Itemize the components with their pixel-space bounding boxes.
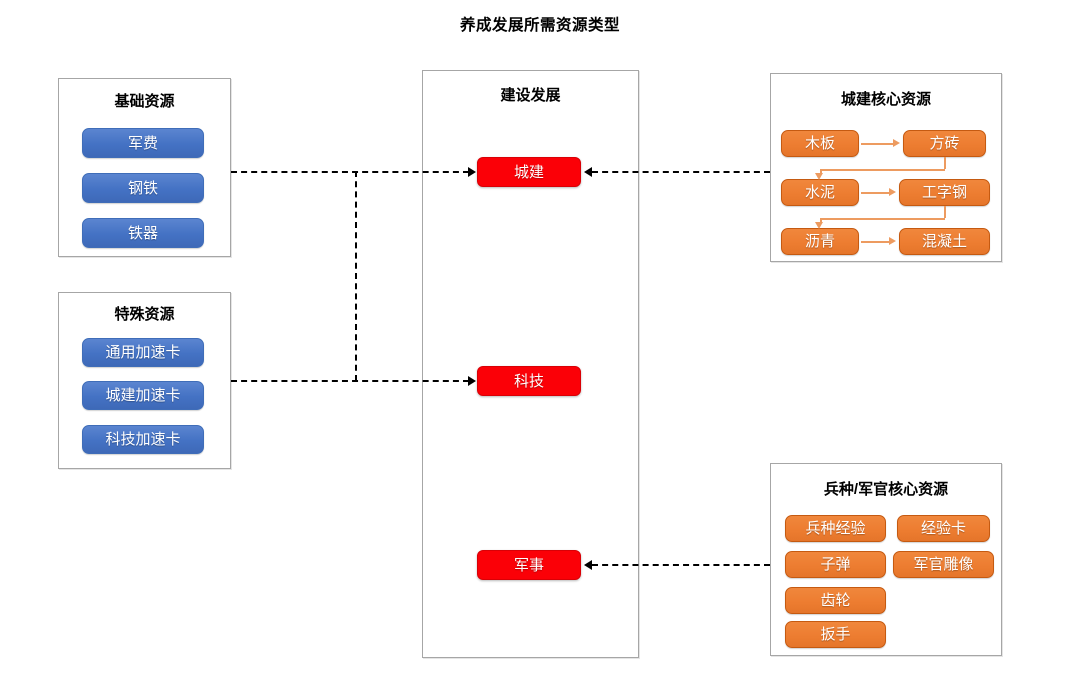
chip-city-core-2[interactable]: 水泥 bbox=[781, 179, 859, 206]
connector-brick-to-cement-drop bbox=[820, 169, 822, 174]
chip-basic-2[interactable]: 铁器 bbox=[82, 218, 204, 248]
chip-city-core-0[interactable]: 木板 bbox=[781, 130, 859, 157]
chip-military-core-left-2[interactable]: 齿轮 bbox=[785, 587, 886, 614]
chip-city-core-3[interactable]: 工字钢 bbox=[899, 179, 990, 206]
chip-special-0[interactable]: 通用加速卡 bbox=[82, 338, 204, 367]
connector-brick-to-cement-across bbox=[820, 169, 945, 171]
chip-basic-0[interactable]: 军费 bbox=[82, 128, 204, 158]
connector-brick-to-cement-arrow bbox=[815, 173, 823, 180]
connector-city-core-to-city-arrow bbox=[584, 167, 592, 177]
chip-military-core-left-3[interactable]: 扳手 bbox=[785, 621, 886, 648]
chip-city-core-1[interactable]: 方砖 bbox=[903, 130, 986, 157]
chip-city-core-5[interactable]: 混凝土 bbox=[899, 228, 990, 255]
connector-basic-to-city bbox=[231, 171, 469, 173]
chip-city-core-4[interactable]: 沥青 bbox=[781, 228, 859, 255]
chip-military-core-left-1[interactable]: 子弹 bbox=[785, 551, 886, 578]
connector-cement-to-steel bbox=[861, 192, 889, 194]
chip-development-tech[interactable]: 科技 bbox=[477, 366, 581, 396]
chip-military-core-right-1[interactable]: 军官雕像 bbox=[893, 551, 994, 578]
chip-military-core-left-0[interactable]: 兵种经验 bbox=[785, 515, 886, 542]
panel-city-core-resources-title: 城建核心资源 bbox=[840, 91, 931, 108]
panel-development-title: 建设发展 bbox=[500, 87, 561, 104]
connector-special-to-tech-arrow bbox=[468, 376, 476, 386]
chip-development-military[interactable]: 军事 bbox=[477, 550, 581, 580]
connector-military-core-to-military-arrow bbox=[584, 560, 592, 570]
panel-military-core-resources-title: 兵种/军官核心资源 bbox=[823, 481, 949, 498]
page-title: 养成发展所需资源类型 bbox=[459, 17, 620, 34]
connector-asphalt-to-concrete-arrow bbox=[889, 237, 896, 245]
connector-city-core-to-city bbox=[592, 171, 770, 173]
connector-basic-to-city-arrow bbox=[468, 167, 476, 177]
connector-steel-to-asphalt-arrow bbox=[815, 222, 823, 229]
connector-wood-to-brick bbox=[861, 143, 893, 145]
panel-special-resources-title: 特殊资源 bbox=[114, 306, 175, 323]
chip-development-city[interactable]: 城建 bbox=[477, 157, 581, 187]
connector-asphalt-to-concrete bbox=[861, 241, 889, 243]
connector-steel-to-asphalt-down bbox=[944, 206, 946, 218]
chip-basic-1[interactable]: 钢铁 bbox=[82, 173, 204, 203]
chip-special-2[interactable]: 科技加速卡 bbox=[82, 425, 204, 454]
connector-branch-vertical bbox=[355, 171, 357, 381]
connector-brick-to-cement-down bbox=[944, 157, 946, 169]
connector-wood-to-brick-arrow bbox=[893, 139, 900, 147]
connector-special-to-tech bbox=[231, 380, 469, 382]
connector-military-core-to-military bbox=[592, 564, 770, 566]
chip-military-core-right-0[interactable]: 经验卡 bbox=[897, 515, 990, 542]
connector-cement-to-steel-arrow bbox=[889, 188, 896, 196]
chip-special-1[interactable]: 城建加速卡 bbox=[82, 381, 204, 410]
panel-basic-resources-title: 基础资源 bbox=[114, 93, 175, 110]
connector-steel-to-asphalt-across bbox=[820, 218, 945, 220]
connector-steel-to-asphalt-drop bbox=[820, 218, 822, 223]
